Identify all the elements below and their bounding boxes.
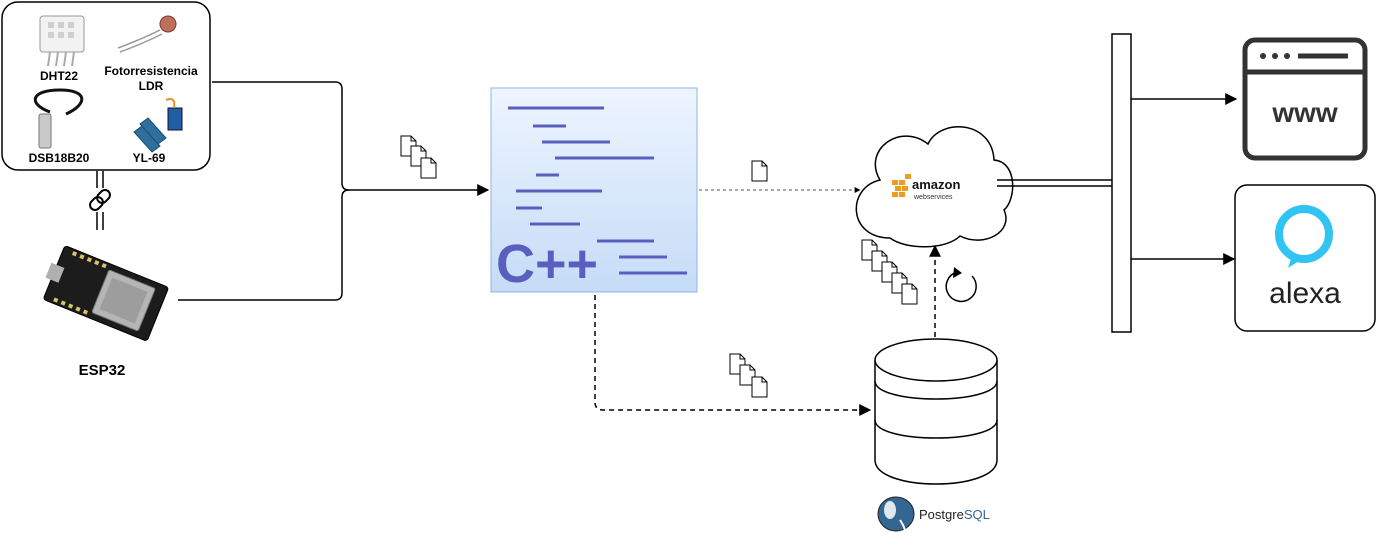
chain-link-icon (89, 189, 111, 211)
svg-text:PostgreSQL: PostgreSQL (919, 507, 990, 522)
link-connector (89, 171, 111, 230)
aws-to-bus-connector (997, 179, 1112, 187)
aws-cloud: amazon webservices (855, 126, 1014, 248)
dht22-label: DHT22 (40, 69, 78, 83)
documents-icon-db (729, 353, 768, 398)
postgres-suffix: SQL (964, 507, 990, 522)
ds18b20-label: DSB18B20 (29, 151, 90, 165)
postgresql-logo: PostgreSQL (877, 496, 990, 539)
esp32-board-image (43, 245, 169, 341)
sensors-group: DHT22 Fotorresistencia LDR DSB18B20 YL-6… (1, 1, 211, 171)
documents-icon-sync (861, 239, 918, 305)
sync-refresh-icon (945, 267, 977, 303)
aws-sub: webservices (913, 194, 953, 201)
cpp-to-db-connector (594, 295, 872, 416)
cpp-program: C++ (490, 87, 698, 294)
cpp-logo: C++ (496, 234, 598, 294)
alexa-icon: alexa (1234, 184, 1376, 332)
aws-brand: amazon (912, 177, 960, 192)
esp32-label: ESP32 (79, 362, 126, 379)
bus-output-arrows (1131, 93, 1238, 265)
ds18b20-sensor-image (33, 88, 84, 149)
postgres-prefix: Postgre (919, 507, 964, 522)
documents-icon-input (400, 135, 437, 179)
yl69-sensor-image (133, 98, 183, 153)
dht22-sensor-image (39, 15, 85, 67)
elephant-icon (877, 496, 915, 539)
ldr-sensor-image (117, 15, 177, 53)
aws-logo-icon (892, 174, 911, 197)
alexa-text: alexa (1269, 277, 1341, 310)
ldr-label-line2: LDR (139, 79, 164, 93)
postgresql-database (874, 338, 998, 485)
ldr-label-line1: Fotorresistencia (104, 64, 198, 78)
yl69-label: YL-69 (133, 151, 166, 165)
distribution-bus (1111, 33, 1132, 333)
web-browser-icon: www (1242, 37, 1368, 161)
web-text: www (1271, 97, 1338, 128)
input-connectors (178, 81, 490, 301)
document-icon-aws (751, 160, 768, 182)
